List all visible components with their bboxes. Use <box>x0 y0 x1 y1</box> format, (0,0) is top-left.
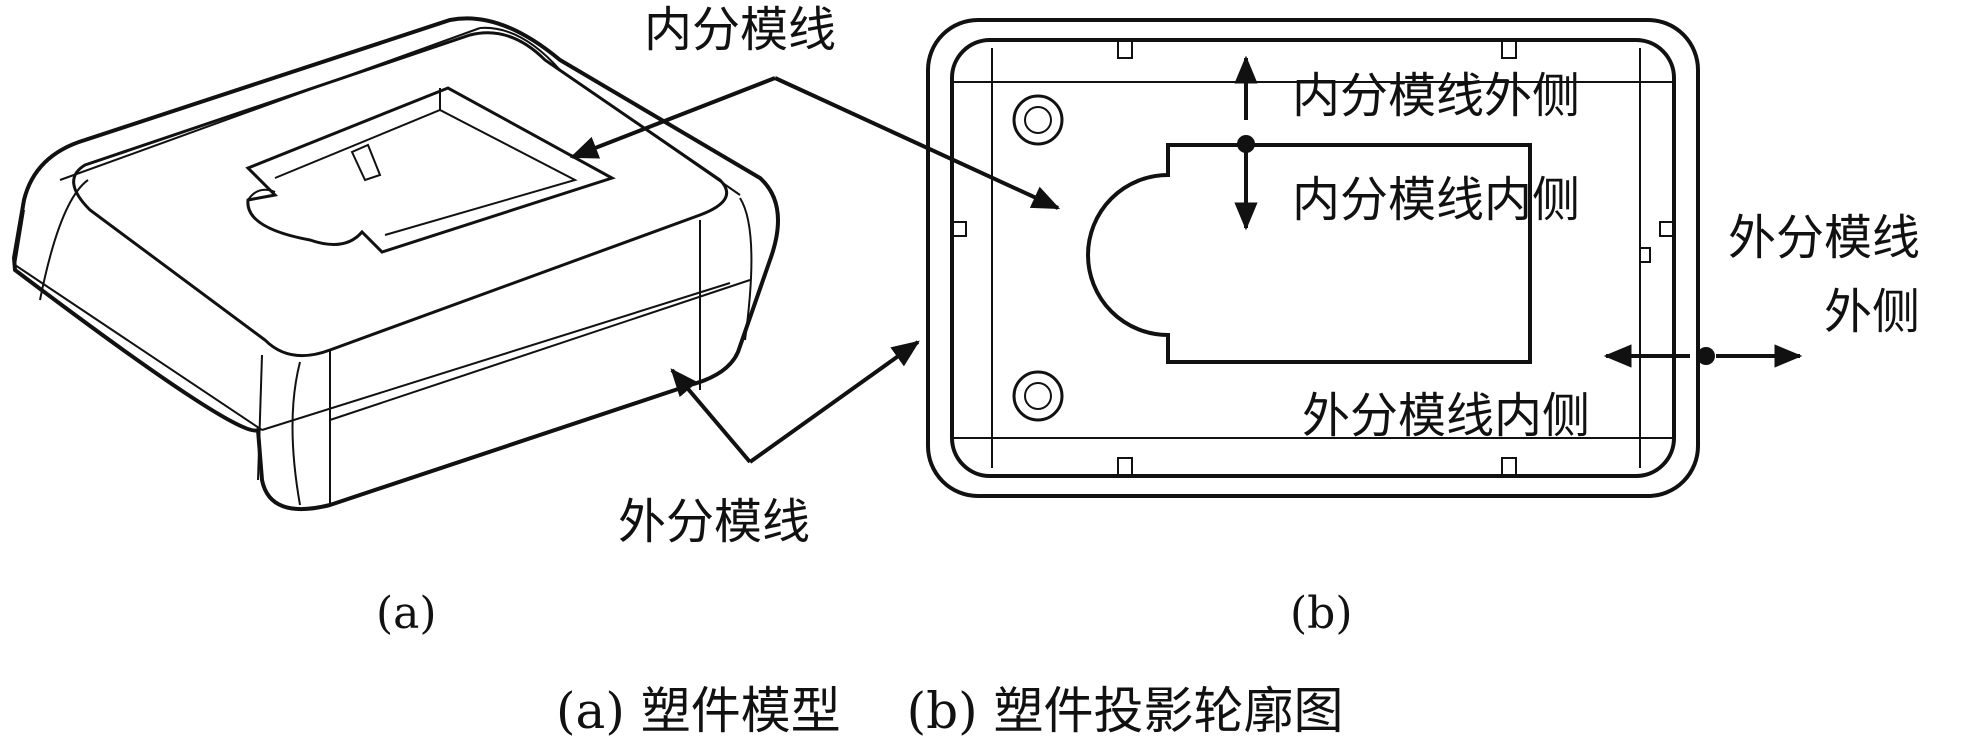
pointer-outer-parting-line <box>670 340 920 464</box>
figure-caption: (a) 塑件模型 (b) 塑件投影轮廓图 <box>556 682 1344 740</box>
label-inner-line-outside: 内分模线外侧 <box>1292 68 1580 124</box>
part-model-3d <box>11 16 780 512</box>
dimension-outer-line <box>1603 344 1803 368</box>
label-inner-line-inside: 内分模线内侧 <box>1292 172 1580 228</box>
label-outer-line-outside-1: 外分模线 <box>1728 210 1920 266</box>
part-projection-outline <box>926 18 1700 498</box>
label-outer-line-inside: 外分模线内侧 <box>1302 388 1590 444</box>
dimension-inner-line <box>1234 55 1258 231</box>
label-outer-line-outside-2: 外侧 <box>1824 284 1920 340</box>
pointer-inner-parting-line <box>569 76 1061 210</box>
panel-b-label: (b) <box>1290 588 1353 639</box>
label-outer-parting-line: 外分模线 <box>618 494 810 550</box>
label-inner-parting-line: 内分模线 <box>644 2 836 58</box>
panel-a-label: (a) <box>376 588 437 639</box>
